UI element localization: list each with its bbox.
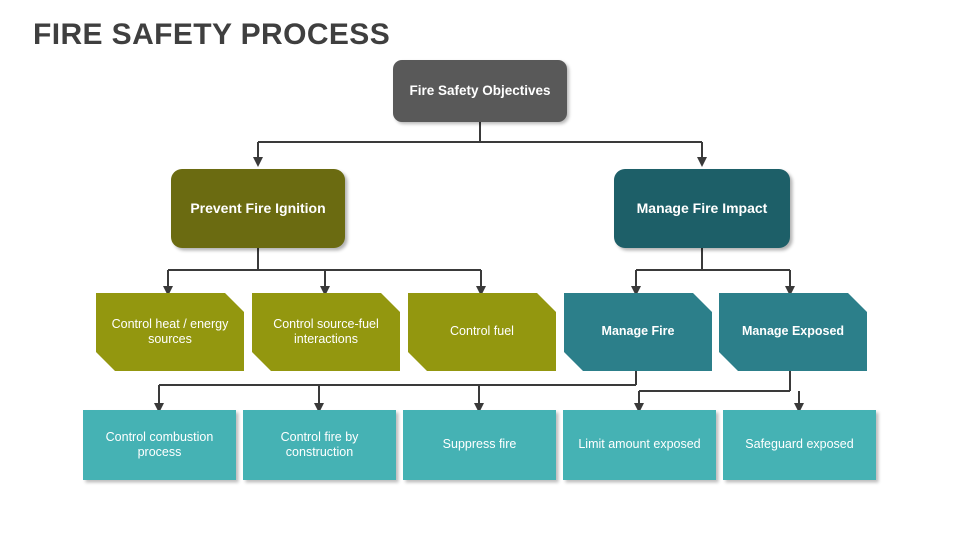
- node-label: Suppress fire: [442, 437, 517, 452]
- node-label: Control combustion process: [105, 429, 214, 459]
- node-label: Control heat / energy sources: [111, 316, 229, 346]
- node-label: Control fire by construction: [280, 429, 359, 459]
- node-manage-fire-impact[interactable]: Manage Fire Impact: [614, 169, 790, 248]
- node-manage-exposed[interactable]: Manage Exposed: [719, 293, 867, 371]
- node-fire-safety-objectives[interactable]: Fire Safety Objectives: [393, 60, 567, 122]
- node-safeguard-exposed[interactable]: Safeguard exposed: [723, 410, 876, 480]
- node-limit-amount-exposed[interactable]: Limit amount exposed: [563, 410, 716, 480]
- node-control-heat-energy-sources[interactable]: Control heat / energy sources: [96, 293, 244, 371]
- node-control-fuel[interactable]: Control fuel: [408, 293, 556, 371]
- page-title: FIRE SAFETY PROCESS: [33, 18, 391, 51]
- node-control-fire-by-construction[interactable]: Control fire by construction: [243, 410, 396, 480]
- node-label: Fire Safety Objectives: [409, 82, 551, 98]
- node-prevent-fire-ignition[interactable]: Prevent Fire Ignition: [171, 169, 345, 248]
- node-label: Manage Fire: [601, 324, 675, 339]
- node-label: Manage Fire Impact: [636, 199, 768, 216]
- node-label: Limit amount exposed: [578, 437, 701, 452]
- node-control-combustion-process[interactable]: Control combustion process: [83, 410, 236, 480]
- node-label: Prevent Fire Ignition: [190, 199, 326, 216]
- node-label: Safeguard exposed: [745, 437, 854, 452]
- node-label: Control source-fuel interactions: [273, 316, 379, 346]
- node-suppress-fire[interactable]: Suppress fire: [403, 410, 556, 480]
- node-manage-fire[interactable]: Manage Fire: [564, 293, 712, 371]
- node-label: Control fuel: [450, 324, 514, 339]
- node-control-source-fuel-interactions[interactable]: Control source-fuel interactions: [252, 293, 400, 371]
- node-label: Manage Exposed: [741, 324, 845, 339]
